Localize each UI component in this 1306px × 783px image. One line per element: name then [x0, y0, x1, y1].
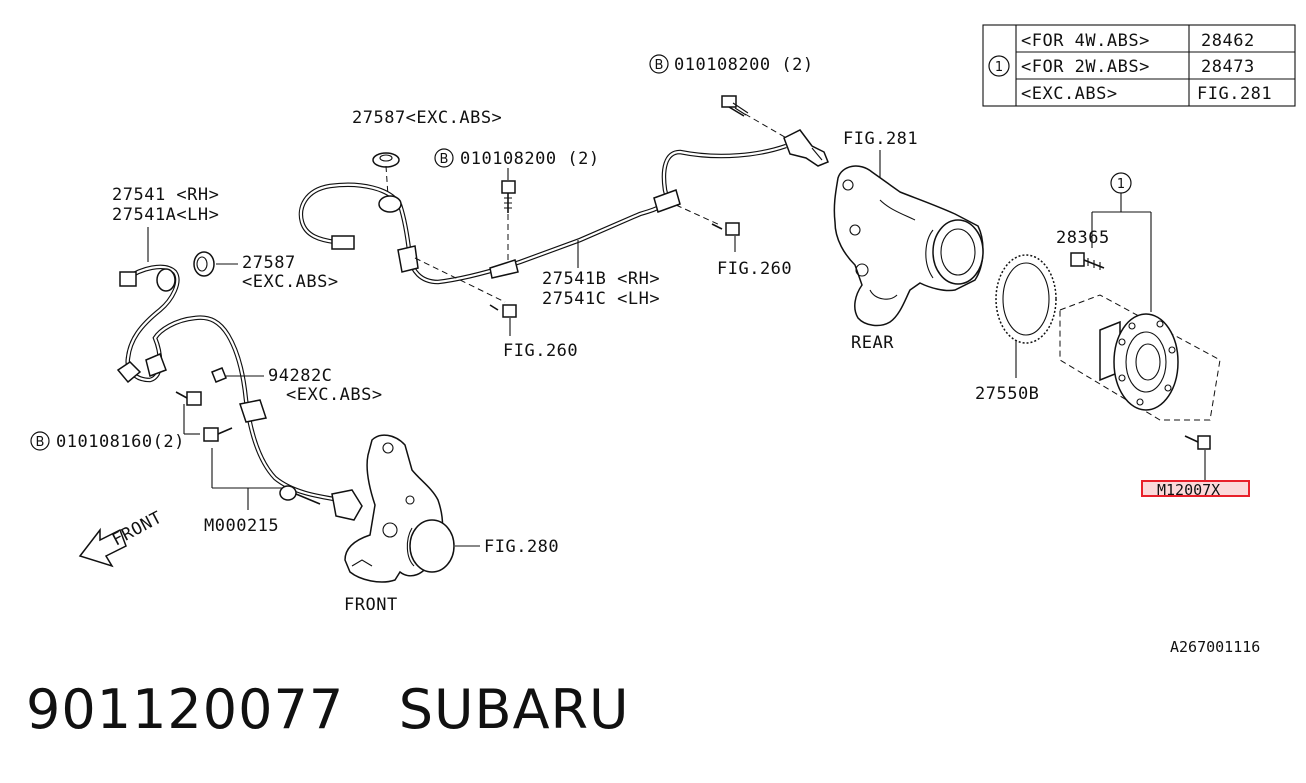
clip-icon — [211, 367, 227, 383]
bolt-left-callout: B 010108160(2) — [30, 431, 185, 452]
clip-condition-label: <EXC.ABS> — [286, 385, 383, 405]
bolt-fig260-right-icon — [711, 222, 740, 252]
fig260-right-label: FIG.260 — [717, 259, 792, 279]
bolt-fig260-center-icon — [489, 304, 517, 336]
harness-grommet-icon — [378, 195, 402, 213]
fig281-label: FIG.281 — [843, 129, 918, 149]
grommet-2-condition-label: <EXC.ABS> — [242, 272, 339, 292]
grommet-label: 27587<EXC.ABS> — [352, 108, 502, 128]
small-bolt-label: M000215 — [204, 516, 279, 536]
grommet-icon — [372, 152, 400, 168]
hub-ref: 1 — [1117, 177, 1125, 192]
table-ref: 1 — [995, 60, 1003, 75]
diagram-code: A267001116 — [1170, 638, 1260, 656]
fig260-center-label: FIG.260 — [503, 341, 578, 361]
svg-text:B: B — [440, 152, 449, 167]
front-knuckle-label: FRONT — [344, 595, 398, 615]
table-ref-circle-icon — [988, 55, 1010, 77]
highlight-part-label[interactable]: M12007X — [1157, 481, 1220, 499]
b-badge-icon — [30, 431, 50, 451]
footer-part-number: 901120077 — [26, 678, 345, 741]
front-knuckle-icon — [344, 434, 455, 583]
tone-ring-label: 27550B — [975, 384, 1039, 404]
table-row-condition: <FOR 2W.ABS> — [1021, 57, 1150, 77]
table-row-part: FIG.281 — [1197, 84, 1272, 104]
bolt-left-icon — [175, 391, 233, 442]
grommet-2-icon — [193, 251, 215, 277]
highlight-box — [1141, 480, 1250, 497]
bolt-top-label: 010108200 (2) — [674, 55, 814, 75]
clip-code-label: 94282C — [268, 366, 332, 386]
harness-lh-label: 27541C <LH> — [542, 289, 660, 309]
front-harness — [116, 264, 363, 521]
harness-rh-label: 27541B <RH> — [542, 269, 660, 289]
reference-table: 1 <FOR 4W.ABS> 28462 <FOR 2W.ABS> 28473 … — [982, 24, 1296, 107]
highlight-part-callout[interactable]: M12007X — [1141, 480, 1250, 499]
table-row-condition: <FOR 4W.ABS> — [1021, 31, 1150, 51]
table-row-part: 28473 — [1201, 57, 1255, 77]
fig280-label: FIG.280 — [484, 537, 559, 557]
svg-text:B: B — [36, 435, 45, 450]
front-arrow-icon — [78, 527, 127, 568]
b-badge-icon — [434, 148, 454, 168]
rear-harness — [298, 143, 787, 285]
connector-icon — [119, 271, 137, 287]
table-row-condition: <EXC.ABS> — [1021, 84, 1118, 104]
hub-bolt-label: 28365 — [1056, 228, 1110, 248]
tone-ring-icon — [995, 254, 1057, 344]
bolt-mid-icon — [501, 168, 516, 266]
small-bolt-icon — [279, 485, 321, 505]
b-badge-icon — [649, 54, 669, 74]
grommet-2-code-label: 27587 — [242, 253, 296, 273]
footer-brand: SUBARU — [398, 678, 630, 741]
rear-sensor-icon — [783, 129, 829, 167]
bolt-mid-label: 010108200 (2) — [460, 149, 600, 169]
connector-icon — [331, 235, 355, 250]
sensor-front-rh-label: 27541 <RH> — [112, 185, 219, 205]
highlight-bolt-icon — [1184, 435, 1211, 450]
hub-icon — [1059, 294, 1221, 421]
bolt-left-label: 010108160(2) — [56, 432, 185, 452]
bolt-top-callout: B 010108200 (2) — [649, 54, 814, 75]
table-row-part: 28462 — [1201, 31, 1255, 51]
front-arrow-label: FRONT — [109, 508, 166, 551]
rear-label: REAR — [851, 333, 894, 353]
hub-bolt-icon — [1070, 252, 1105, 270]
bolt-top-icon — [721, 95, 791, 141]
bolt-mid-callout: B 010108200 (2) — [434, 148, 600, 169]
footer-title: 901120077 SUBARU — [26, 678, 630, 741]
sensor-front-lh-label: 27541A<LH> — [112, 205, 219, 225]
svg-text:B: B — [655, 58, 664, 73]
rear-knuckle-icon — [833, 165, 984, 327]
